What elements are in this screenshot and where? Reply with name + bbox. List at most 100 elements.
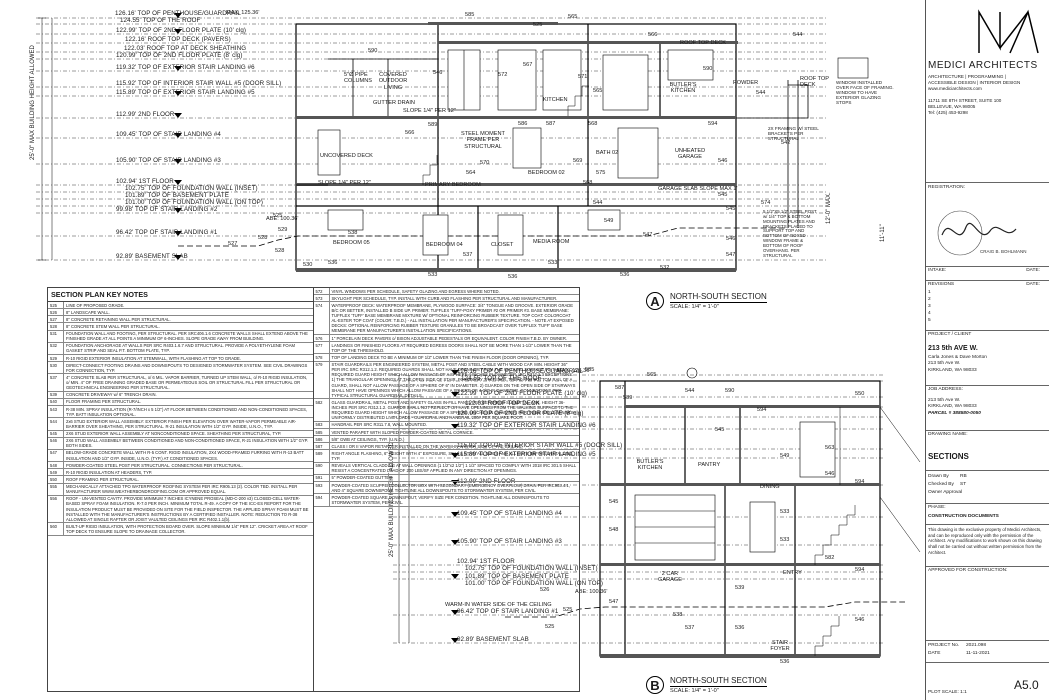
keynote-number: 537: [48, 374, 64, 391]
divider: [926, 430, 1049, 431]
keynote-number: 549: [48, 469, 64, 476]
max-elevation-label: MAX. 125.36': [557, 368, 591, 374]
revision-number: 3: [928, 303, 931, 309]
architect-stamp: CRAIG B. BOHLMANN: [937, 210, 1027, 256]
note-label: WARM-IN WATER SIDE OF THE CEILING: [445, 602, 552, 608]
note-label: GUTTER DRAIN: [373, 100, 415, 106]
keynote-text: POWDER-COATED STEEL POST PER STRUCTURAL.…: [66, 462, 243, 468]
keynote-tag: 528: [275, 248, 285, 254]
keynote-tag: 548: [609, 527, 619, 533]
keynote-tag: 544: [593, 200, 603, 206]
keynote-tag: 575: [596, 170, 606, 176]
keynote-number: 585: [314, 429, 330, 436]
keynote-text: POWDER-COATED SCUPPER COLLECTOR BOX WITH…: [331, 482, 570, 493]
section-b-drawing: 25'-0" MAX BUILDING HEIGHT ALLOWED 126.1…: [385, 367, 925, 672]
phase-value: CONSTRUCTION DOCUMENTS: [928, 514, 999, 519]
keynote-tag: 594: [708, 121, 718, 127]
room-label: PRIMARY BEDROOM: [425, 182, 481, 188]
keynote-tag: 568: [588, 121, 598, 127]
keynote-text: WATERPROOF DECK: WATERPROOF MEMBRANE, PL…: [331, 302, 574, 334]
keynote-tag: 565: [593, 88, 603, 94]
divider: [926, 470, 1049, 471]
copyright-notice: This drawing is the exclusive property o…: [928, 527, 1042, 555]
dimension-label: 11'-11": [880, 224, 886, 242]
revisions-date-label: DATE:: [1026, 282, 1040, 287]
keynote-tag: 536: [508, 274, 518, 280]
owner-approval-label: Owner Approval: [928, 490, 963, 495]
room-label: ENTRY: [783, 570, 802, 576]
keynote-number: 548: [48, 462, 64, 469]
keynote-text: CONCRETE DRIVEWAY w/ 6" TRENCH DRAIN.: [66, 392, 157, 398]
keynote-number: 528: [48, 323, 64, 330]
drawn-by-value: RB: [960, 474, 967, 479]
keynote-tag: 547: [726, 252, 736, 258]
keynote-tag: 525: [533, 22, 543, 28]
level-label: 101.89' TOP OF BASEMENT PLATE: [125, 192, 229, 199]
section-a-linework: [36, 13, 869, 272]
firm-logo-mark: [978, 9, 1039, 54]
keynote-tag: 528: [258, 235, 268, 241]
client-line: 213 5th Ave W.: [928, 361, 961, 367]
keynote-text: 4" CONCRETE SLAB PER STRUCTURAL, o/ 6 MI…: [66, 374, 308, 391]
keynote-tag: 526: [540, 587, 550, 593]
keynote-number: 531: [48, 330, 64, 342]
revision-number: 2: [928, 296, 931, 302]
project-no-row: PROJECT No.2021.098: [928, 643, 1046, 648]
keynote-tag: 590: [725, 388, 735, 394]
keynote-tag: 582: [825, 555, 835, 561]
keynote-tag: 563: [825, 445, 835, 451]
note-label: 5 1/2"X5 1/2" STEEL POST w/ 1/4" TOP & B…: [763, 209, 817, 258]
keynote-text: RIGHT ANGLE FLASHING, 6" HEIGHT WITH 4" …: [331, 450, 574, 461]
keynote-tag: 590: [703, 66, 713, 72]
firm-website-link[interactable]: www.mediciarchitects.com: [928, 86, 982, 92]
keynote-number: 576: [314, 335, 330, 342]
keynote-tag: 570: [480, 160, 490, 166]
level-label: 105.90' TOP OF STAIR LANDING #3: [457, 538, 562, 545]
keynote-text: VENTED PARAPET WITH SLOPED POWDER-COATED…: [331, 429, 474, 435]
keynote-number: 526: [48, 309, 64, 316]
parcel-number: PARCEL # 388580-0050: [928, 410, 981, 416]
job-address-label: JOB ADDRESS:: [928, 387, 963, 392]
firm-phone: Tel: (425) 453-9298: [928, 109, 968, 115]
keynote-tag: 538: [673, 612, 683, 618]
keynote-number: 530: [48, 362, 64, 374]
keynote-tag: 587: [546, 121, 556, 127]
title-block: MEDICI ARCHITECTS ARCHITECTURE | PROGRAM…: [925, 0, 1049, 700]
section-b-name: NORTH-SOUTH SECTION: [670, 676, 767, 687]
divider: [926, 385, 1049, 386]
room-label: STAIR FOYER: [770, 640, 790, 653]
keynote-text: LINE OF PROPOSED GRADE.: [66, 302, 125, 308]
keynote-text: TOP OF LANDING DECK TO BE A MINIMUM OF 1…: [331, 354, 550, 360]
keynote-tag: 590: [368, 48, 378, 54]
drawn-by-label: Drawn By: [928, 474, 949, 479]
keynote-text: ROOF - UN-VENTED CAVITY. PROVIDE MINIMUM…: [66, 496, 309, 522]
keynote-tag: 565: [647, 372, 657, 378]
note-label: SLOPE 1/4" PER 12": [318, 180, 371, 186]
revision-list: 1 2 3 4 5: [928, 290, 1046, 325]
divider: [926, 662, 1049, 663]
level-label: 122.03' ROOF TOP AT DECK SHEATHING: [124, 45, 247, 52]
drawing-name-label: DRAWING NAME:: [928, 432, 968, 437]
keynote-text: ROOF FRAMING PER STRUCTURAL.: [66, 476, 139, 482]
level-label: 122.16' ROOF TOP DECK (PAVERS): [125, 36, 231, 43]
keynote-tag: 533: [780, 537, 790, 543]
divider: [926, 330, 1049, 331]
level-label: 120.99' TOP OF 2ND FLOOR PLATE (8' clg): [116, 52, 243, 59]
firm-name: MEDICI ARCHITECTS: [928, 60, 1038, 71]
keynote-tag: 594: [757, 407, 767, 413]
keynote-text: BUILT-UP RIGID INSULATION, WITH PROTECTI…: [66, 523, 308, 534]
drawing-name: SECTIONS: [928, 452, 969, 461]
keynote-tag: 546: [726, 236, 736, 242]
